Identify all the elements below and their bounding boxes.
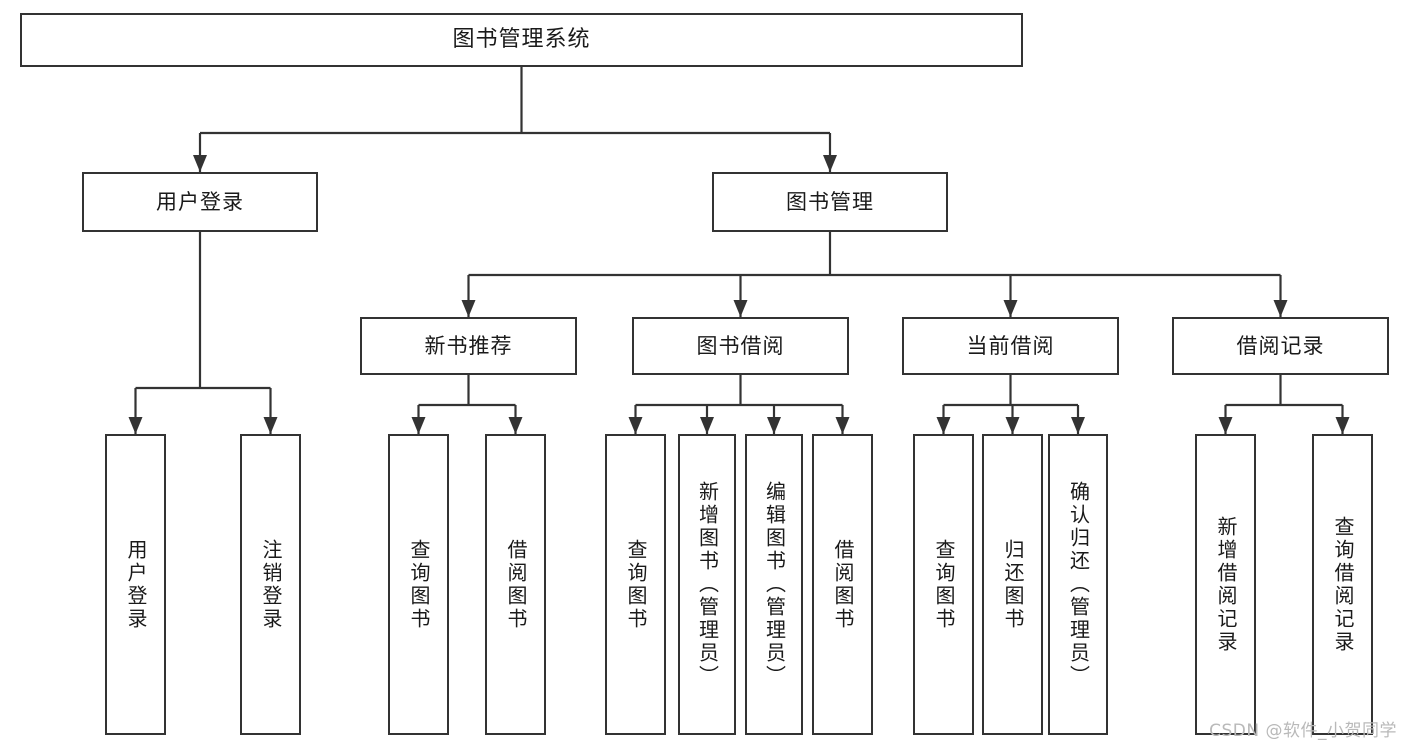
node-label: 用户登录 bbox=[124, 538, 148, 631]
node-new-book-rec[interactable]: 新书推荐 bbox=[360, 317, 577, 375]
node-label: 查询图书 bbox=[407, 538, 431, 631]
arrowhead bbox=[700, 417, 714, 434]
node-label: 借阅图书 bbox=[831, 538, 855, 631]
node-root[interactable]: 图书管理系统 bbox=[20, 13, 1023, 67]
node-leaf-add-record[interactable]: 新增借阅记录 bbox=[1195, 434, 1256, 735]
arrowhead bbox=[628, 417, 643, 434]
watermark: CSDN @软件_小贺同学 bbox=[1209, 721, 1397, 741]
node-label: 新增借阅记录 bbox=[1214, 515, 1238, 654]
node-book-manage[interactable]: 图书管理 bbox=[712, 172, 948, 232]
node-label: 图书借阅 bbox=[696, 333, 785, 358]
arrowhead bbox=[411, 417, 426, 434]
arrowhead bbox=[193, 155, 207, 172]
node-leaf-borrow-book-2[interactable]: 借阅图书 bbox=[812, 434, 873, 735]
node-label: 查询图书 bbox=[624, 538, 648, 631]
arrowhead bbox=[1071, 417, 1085, 434]
node-leaf-query-book-2[interactable]: 查询图书 bbox=[605, 434, 666, 735]
arrowhead bbox=[461, 300, 476, 317]
node-current-borrow[interactable]: 当前借阅 bbox=[902, 317, 1119, 375]
node-label: 查询借阅记录 bbox=[1331, 515, 1355, 654]
arrowhead bbox=[767, 417, 781, 434]
arrowhead bbox=[733, 300, 748, 317]
node-leaf-logout[interactable]: 注销登录 bbox=[240, 434, 301, 735]
arrowhead bbox=[936, 417, 951, 434]
arrowhead bbox=[1218, 417, 1233, 434]
arrowhead bbox=[128, 417, 143, 434]
node-leaf-return-book[interactable]: 归还图书 bbox=[982, 434, 1043, 735]
arrowhead bbox=[263, 417, 278, 434]
node-label: 新书推荐 bbox=[424, 333, 513, 358]
node-leaf-query-book-3[interactable]: 查询图书 bbox=[913, 434, 974, 735]
node-leaf-query-book-1[interactable]: 查询图书 bbox=[388, 434, 449, 735]
arrowhead bbox=[1005, 417, 1020, 434]
node-label: 查询图书 bbox=[932, 538, 956, 631]
node-leaf-borrow-book-1[interactable]: 借阅图书 bbox=[485, 434, 546, 735]
node-label: 新增图书（管理员） bbox=[695, 481, 720, 688]
node-label: 编辑图书（管理员） bbox=[762, 481, 787, 688]
arrowhead bbox=[1273, 300, 1288, 317]
arrowhead bbox=[508, 417, 523, 434]
arrowhead bbox=[1003, 300, 1018, 317]
node-label: 借阅记录 bbox=[1236, 333, 1325, 358]
node-user-login[interactable]: 用户登录 bbox=[82, 172, 318, 232]
node-leaf-add-book[interactable]: 新增图书（管理员） bbox=[678, 434, 736, 735]
arrowhead bbox=[835, 417, 850, 434]
node-leaf-user-login[interactable]: 用户登录 bbox=[105, 434, 166, 735]
node-borrow-record[interactable]: 借阅记录 bbox=[1172, 317, 1389, 375]
node-leaf-query-record[interactable]: 查询借阅记录 bbox=[1312, 434, 1373, 735]
node-label: 图书管理 bbox=[786, 189, 874, 214]
node-label: 当前借阅 bbox=[966, 333, 1055, 358]
arrowhead bbox=[823, 155, 837, 172]
node-leaf-confirm-return[interactable]: 确认归还（管理员） bbox=[1048, 434, 1108, 735]
node-label: 确认归还（管理员） bbox=[1066, 481, 1091, 688]
node-label: 借阅图书 bbox=[504, 538, 528, 631]
node-book-borrow[interactable]: 图书借阅 bbox=[632, 317, 849, 375]
node-label: 用户登录 bbox=[156, 189, 244, 214]
node-label: 归还图书 bbox=[1001, 538, 1025, 631]
node-leaf-edit-book[interactable]: 编辑图书（管理员） bbox=[745, 434, 803, 735]
node-label: 图书管理系统 bbox=[452, 27, 591, 53]
arrowhead bbox=[1335, 417, 1350, 434]
node-label: 注销登录 bbox=[259, 538, 283, 631]
